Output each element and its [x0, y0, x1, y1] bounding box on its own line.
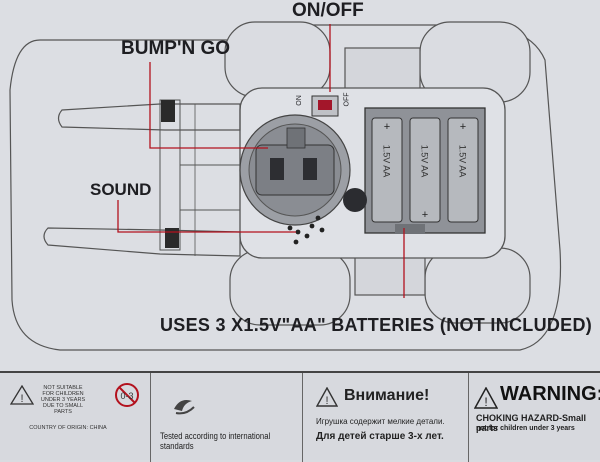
svg-text:+: + [422, 209, 428, 221]
warning-triangle-icon: ! [316, 387, 338, 407]
tested-standards-text: Tested according to international standa… [160, 431, 271, 451]
wheel-top-left [224, 21, 331, 98]
not-suitable-text: NOT SUITABLE FOR CHILDREN UNDER 3 YEARS … [40, 385, 86, 415]
standards-logo-icon [174, 400, 195, 415]
country-of-origin-text: COUNTRY OF ORIGIN: CHINA [29, 425, 107, 431]
svg-text:+: + [460, 121, 466, 133]
svg-text:!: ! [484, 395, 487, 409]
bumper-top [57, 103, 241, 131]
svg-text:0-3: 0-3 [120, 391, 133, 401]
wheel-bottom-left [229, 249, 351, 326]
choking-hazard-text: CHOKING HAZARD-Small parts [476, 413, 587, 433]
switch-off-label: OFF [343, 92, 351, 107]
warning-triangle-icon: ! [474, 387, 498, 409]
svg-text:!: ! [325, 395, 328, 407]
battery-cell-label-1: 1.5V AA [381, 144, 392, 178]
leader-lines [117, 24, 405, 298]
russian-warning-title: Внимание! [344, 387, 430, 404]
on-off-label: ON/OFF [292, 0, 364, 21]
svg-text:!: ! [20, 393, 23, 405]
svg-text:+: + [384, 121, 390, 133]
russian-warning-line1: Игрушка содержит мелкие детали. [316, 417, 445, 426]
wheel-bottom-right [424, 247, 531, 324]
battery-compartment: + + + [364, 107, 486, 234]
bump-n-go-label: BUMP'N GO [121, 38, 231, 59]
choking-panel: ! 0-3 NOT SUITABLE FOR CHILDREN UNDER 3 … [0, 373, 151, 462]
speaker-holes [287, 215, 325, 245]
russian-warning-panel: ! Внимание! Игрушка содержит мелкие дета… [302, 373, 469, 462]
russian-warning-line2: Для детей старше 3-х лет. [316, 431, 444, 442]
batteries-label: USES 3 X1.5V"AA" BATTERIES (NOT INCLUDED… [160, 315, 593, 335]
age-warning-text: not for children under 3 years [476, 425, 575, 432]
standards-panel: Tested according to international standa… [150, 373, 303, 462]
age-restriction-icon: 0-3 [115, 383, 139, 407]
battery-cell-label-2: 1.5V AA [419, 144, 430, 178]
warning-title: WARNING: [500, 383, 600, 405]
switch-on-label: ON [295, 95, 303, 106]
warning-triangle-icon: ! [10, 385, 34, 405]
sound-label: SOUND [90, 180, 152, 199]
bumper-bottom [43, 227, 241, 257]
english-warning-panel: ! WARNING: CHOKING HAZARD-Small parts no… [468, 373, 600, 462]
battery-cell-label-3: 1.5V AA [457, 144, 468, 178]
warning-footer: ! 0-3 NOT SUITABLE FOR CHILDREN UNDER 3 … [0, 371, 600, 462]
